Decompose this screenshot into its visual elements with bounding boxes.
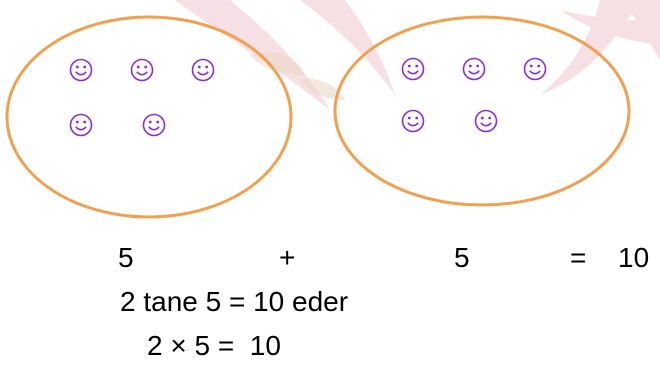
smiley-icon <box>142 113 166 137</box>
right-operand: 5 <box>454 242 470 273</box>
group-ellipse-right <box>333 15 631 207</box>
smiley-icon <box>474 109 498 133</box>
result-value: 10 <box>618 242 650 273</box>
smiley-icon <box>130 58 154 82</box>
smiley-icon <box>191 58 215 82</box>
group-ellipse-left <box>5 15 293 219</box>
smiley-icon <box>69 113 93 137</box>
repeated-addition-sentence: 2 tane 5 = 10 eder <box>120 286 349 317</box>
smiley-icon <box>462 57 486 81</box>
left-operand: 5 <box>118 242 134 273</box>
multiplication-expression: 2 × 5 = 10 <box>147 330 281 361</box>
smiley-icon <box>401 109 425 133</box>
equals-sign: = <box>570 242 587 273</box>
smiley-icon <box>69 58 93 82</box>
plus-sign: + <box>279 242 296 273</box>
smiley-icon <box>401 57 425 81</box>
smiley-icon <box>523 57 547 81</box>
